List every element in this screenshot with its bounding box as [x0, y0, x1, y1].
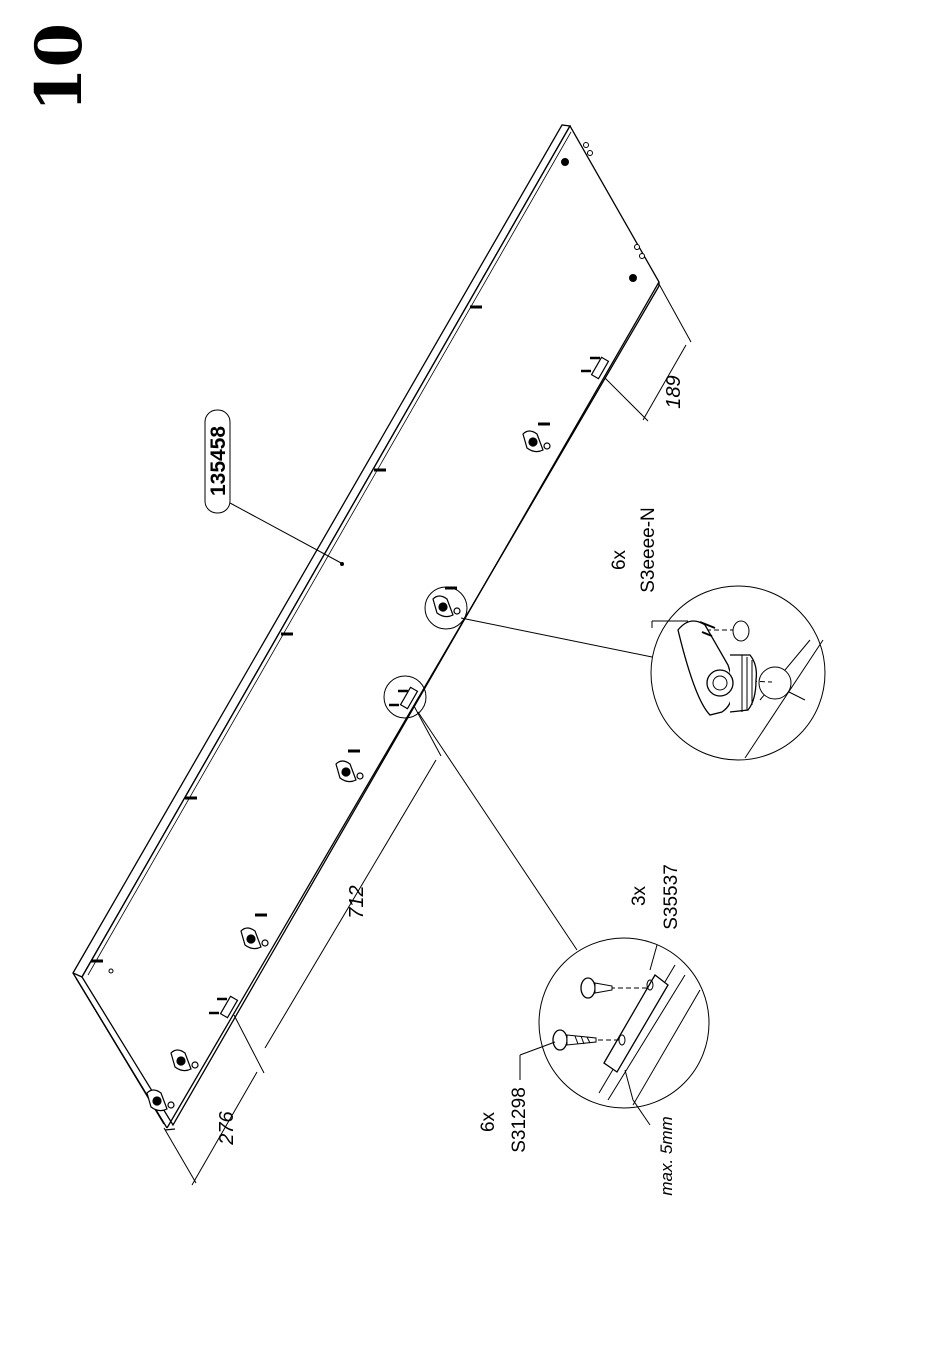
detail-circle-cam — [425, 586, 825, 760]
dimension-189: 189 — [663, 375, 685, 408]
cam-fitting-code: S3eeee-N — [638, 507, 659, 593]
dimension-712: 712 — [346, 885, 368, 918]
dimension-276: 276 — [216, 1110, 238, 1145]
max-depth-label: max. 5mm — [657, 1116, 676, 1195]
screw-qty: 6x — [478, 1111, 499, 1132]
cam-fitting-qty: 6x — [609, 549, 630, 570]
screw-code: S31298 — [509, 1087, 530, 1153]
plate-code: S35537 — [661, 864, 682, 930]
panel-part-number: 135458 — [207, 426, 230, 496]
plate-qty: 3x — [629, 885, 650, 906]
